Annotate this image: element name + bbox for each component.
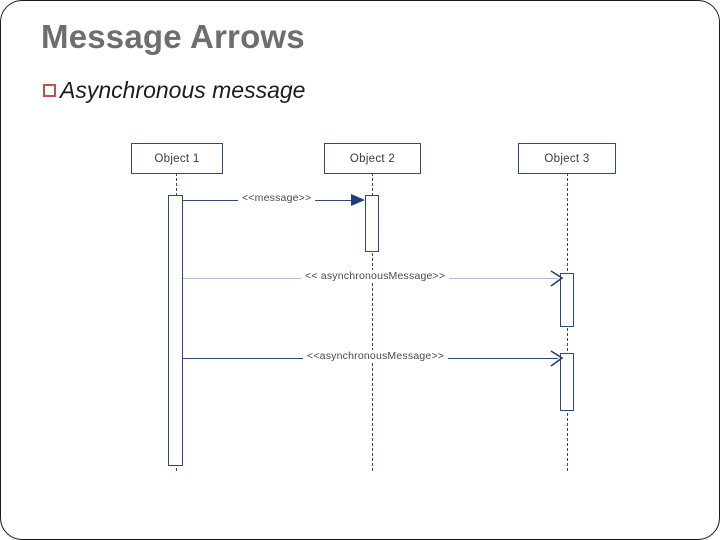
object-box-1[interactable]: Object 1 bbox=[131, 143, 223, 174]
message-label-2: << asynchronousMessage>> bbox=[301, 270, 450, 282]
square-bullet-icon bbox=[43, 84, 56, 97]
bullet-label: Asynchronous message bbox=[60, 77, 306, 103]
activation-bar-object-2[interactable] bbox=[365, 195, 379, 252]
bullet-item: Asynchronous message bbox=[43, 77, 305, 104]
activation-bar-object-3-second[interactable] bbox=[560, 353, 574, 411]
activation-bar-object-1[interactable] bbox=[168, 195, 183, 466]
arrowhead-filled-triangle-1 bbox=[351, 194, 365, 206]
arrowhead-open-half-stick-3 bbox=[550, 350, 564, 367]
object-box-3[interactable]: Object 3 bbox=[518, 143, 616, 174]
arrowhead-open-half-stick-2 bbox=[550, 270, 564, 287]
activation-bar-object-3-first[interactable] bbox=[560, 273, 574, 327]
message-label-1: <<message>> bbox=[238, 192, 316, 204]
object-box-2[interactable]: Object 2 bbox=[324, 143, 421, 174]
lifeline-object-2 bbox=[372, 173, 373, 471]
message-label-3: <<asynchronousMessage>> bbox=[303, 350, 449, 362]
page-title: Message Arrows bbox=[41, 18, 305, 55]
